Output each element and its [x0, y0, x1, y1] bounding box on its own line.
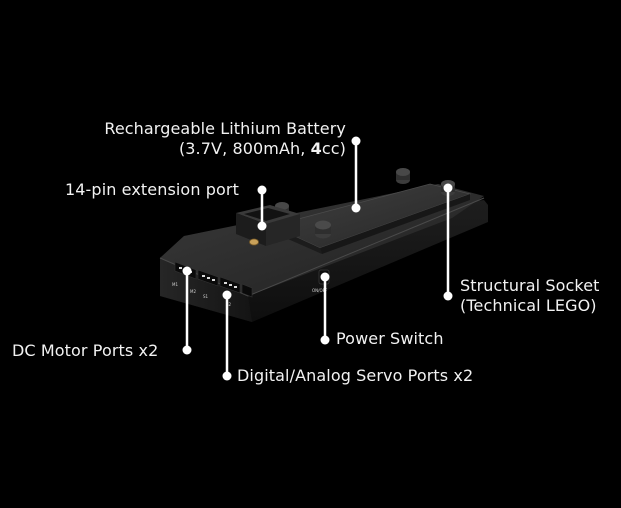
- marking-s1: S1: [203, 294, 209, 299]
- leader-structural-socket: [443, 183, 453, 301]
- marking-on-off: ON/OFF: [312, 288, 328, 293]
- leader-extension-port: [257, 185, 267, 231]
- marking-m2: M2: [190, 289, 196, 294]
- structural-socket-line2: (Technical LEGO): [460, 296, 597, 315]
- extension-port-label: 14-pin extension port: [65, 180, 239, 199]
- extension-port-block: [236, 205, 300, 246]
- marking-s2: S2: [226, 302, 232, 307]
- battery-label-line2: (3.7V, 800mAh, 4cc): [104, 139, 346, 159]
- leader-servo: [222, 290, 232, 381]
- servo-ports-label: Digital/Analog Servo Ports x2: [237, 366, 474, 385]
- battery-spec-bold: 4: [310, 139, 322, 158]
- power-switch-label: Power Switch: [336, 329, 444, 348]
- servo-port: [241, 283, 253, 298]
- leader-battery: [351, 136, 361, 213]
- stud: [396, 168, 410, 184]
- leader-dc-motor: [182, 266, 192, 355]
- brass-screw: [249, 238, 259, 246]
- battery-label: Rechargeable Lithium Battery (3.7V, 800m…: [104, 119, 346, 159]
- stud: [315, 220, 331, 239]
- marking-m1: M1: [172, 282, 178, 287]
- controller-module: M1 M2 S1 S2 ON/OFF: [159, 168, 488, 322]
- dc-motor-ports-label: DC Motor Ports x2: [12, 341, 159, 360]
- leader-lines: [182, 136, 453, 381]
- battery-plate-front: [320, 194, 470, 254]
- structural-socket-line1: Structural Socket: [460, 276, 600, 295]
- battery-label-line1: Rechargeable Lithium Battery: [104, 119, 346, 138]
- battery-spec-prefix: (3.7V, 800mAh,: [178, 139, 311, 158]
- structural-socket-label: Structural Socket (Technical LEGO): [460, 276, 600, 316]
- leader-power-switch: [320, 272, 330, 345]
- battery-spec-suffix: cc): [321, 139, 346, 158]
